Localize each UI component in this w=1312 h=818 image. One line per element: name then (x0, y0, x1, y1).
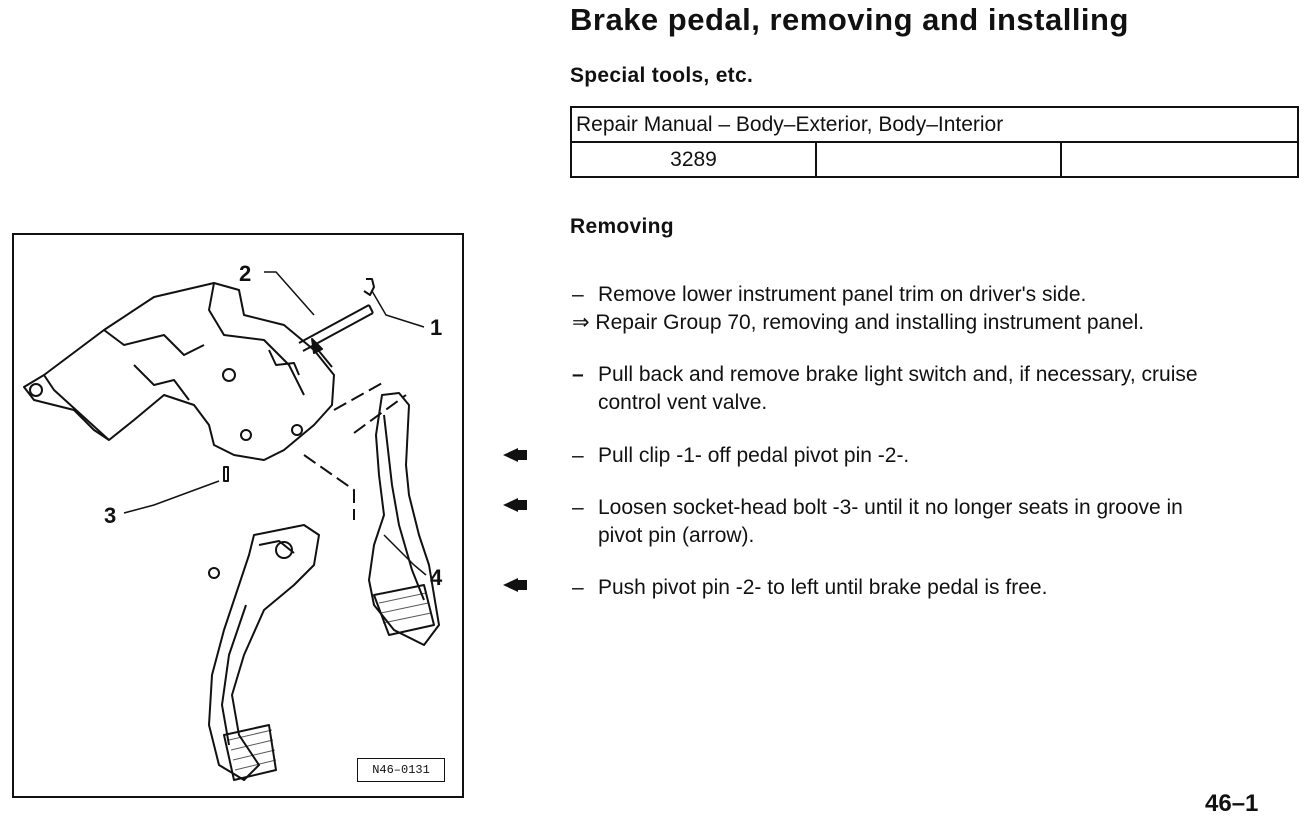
figure-pointer-icon (503, 498, 527, 512)
step-text: Pull back and remove brake light switch … (598, 363, 1198, 386)
step-dash: – (572, 363, 584, 386)
pedal-assembly-drawing (23, 271, 440, 781)
special-tools-table: Repair Manual – Body–Exterior, Body–Inte… (570, 106, 1299, 178)
figure-code: N46–0131 (357, 758, 445, 782)
step-3: –Pull clip -1- off pedal pivot pin -2-. (572, 442, 1307, 470)
table-row: Repair Manual – Body–Exterior, Body–Inte… (570, 106, 1299, 143)
step-text: Loosen socket-head bolt -3- until it no … (598, 496, 1183, 519)
brake-pedal-diagram: 2 1 3 4 N46–0131 (12, 233, 464, 798)
table-row: 3289 (570, 141, 1299, 178)
figure-pointer-icon (503, 448, 527, 462)
step-text: Remove lower instrument panel trim on dr… (598, 283, 1087, 306)
table-cell-empty (1060, 141, 1299, 178)
page-number: 46–1 (1205, 790, 1259, 817)
step-2: –Pull back and remove brake light switch… (572, 361, 1307, 417)
step-text: Push pivot pin -2- to left until brake p… (598, 576, 1048, 599)
step-1: –Remove lower instrument panel trim on d… (572, 281, 1307, 337)
callout-3: 3 (104, 503, 117, 528)
table-cell-tool-number: 3289 (570, 141, 817, 178)
callout-4: 4 (430, 565, 443, 590)
step-dash: – (572, 444, 584, 467)
removing-heading: Removing (570, 215, 674, 238)
table-cell: Repair Manual – Body–Exterior, Body–Inte… (570, 106, 1299, 143)
step-text-continued: control vent valve. (598, 391, 768, 414)
step-text-continued: pivot pin (arrow). (598, 524, 755, 547)
callout-2: 2 (239, 261, 252, 286)
table-cell-empty (815, 141, 1062, 178)
step-4: –Loosen socket-head bolt -3- until it no… (572, 494, 1307, 550)
step-reference: ⇒ Repair Group 70, removing and installi… (572, 311, 1145, 334)
step-dash: – (572, 496, 584, 519)
callout-1: 1 (430, 315, 443, 340)
step-dash: – (572, 576, 584, 599)
step-dash: – (572, 283, 584, 306)
special-tools-heading: Special tools, etc. (570, 64, 754, 87)
step-5: –Push pivot pin -2- to left until brake … (572, 574, 1307, 602)
page-title: Brake pedal, removing and installing (570, 2, 1129, 37)
step-text: Pull clip -1- off pedal pivot pin -2-. (598, 444, 910, 467)
figure-pointer-icon (503, 578, 527, 592)
